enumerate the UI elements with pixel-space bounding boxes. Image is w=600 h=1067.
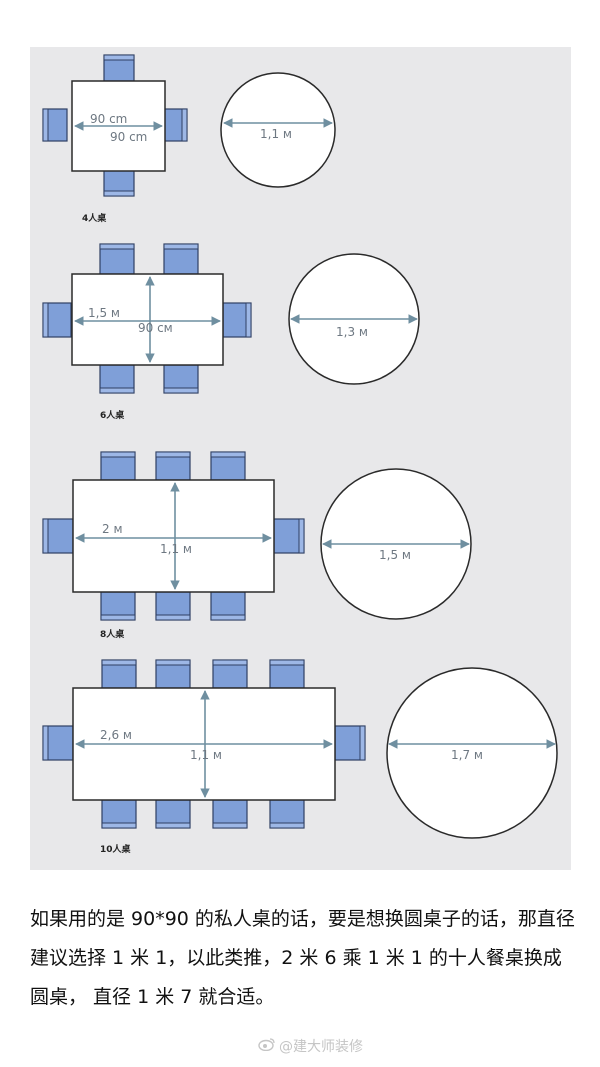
table-caption: 10人桌 xyxy=(100,843,132,855)
table-group-4: 90 cm 90 cm 4人桌 1,1 м xyxy=(42,54,336,224)
chair xyxy=(163,243,199,275)
diagram-panel: 90 cm 90 cm 4人桌 1,1 м 1,5 м 90 cм 6人桌 1,… xyxy=(30,47,571,870)
chair xyxy=(100,591,136,621)
weibo-icon xyxy=(258,1037,276,1055)
chair xyxy=(269,799,305,829)
caption-paragraph: 如果用的是 90*90 的私人桌的话，要是想换圆桌子的话，那直径建议选择 1 米… xyxy=(30,908,575,1008)
chair xyxy=(103,169,135,197)
chair xyxy=(155,591,191,621)
rect-dim-label: 1,1 м xyxy=(190,748,222,762)
rect-dim-label: 1,5 м xyxy=(88,306,120,320)
rect-dim-label: 1,1 м xyxy=(160,542,192,556)
round-dim-label: 1,5 м xyxy=(379,548,411,562)
chair xyxy=(212,799,248,829)
chair xyxy=(210,451,246,481)
rect-dim-label: 90 cm xyxy=(110,130,147,144)
watermark-text: @建大师装修 xyxy=(279,1039,363,1055)
chair xyxy=(155,451,191,481)
chair xyxy=(155,799,191,829)
chair xyxy=(210,591,246,621)
chair xyxy=(101,659,137,689)
rect-dim-label: 2 м xyxy=(102,522,123,536)
chair xyxy=(99,243,135,275)
chair xyxy=(103,54,135,82)
table-caption: 8人桌 xyxy=(100,628,125,640)
table-group-8: 2 м 1,1 м 8人桌 1,5 м xyxy=(42,451,472,640)
chair xyxy=(334,725,366,761)
rect-dim-label: 90 cм xyxy=(138,321,173,335)
chair xyxy=(273,518,305,554)
chair xyxy=(212,659,248,689)
round-dim-label: 1,1 м xyxy=(260,127,292,141)
chair xyxy=(100,451,136,481)
chair xyxy=(99,364,135,394)
watermark: @建大师装修 xyxy=(258,1036,363,1056)
chair xyxy=(101,799,137,829)
chair xyxy=(222,302,252,338)
round-dim-label: 1,7 м xyxy=(451,748,483,762)
table-group-10: 2,6 м 1,1 м 10人桌 1,7 м xyxy=(42,659,558,855)
rect-dim-label: 90 cm xyxy=(90,112,127,126)
chair xyxy=(162,108,188,142)
chair xyxy=(163,364,199,394)
chair xyxy=(269,659,305,689)
rect-dim-label: 2,6 м xyxy=(100,728,132,742)
table-caption: 6人桌 xyxy=(100,409,125,421)
chair xyxy=(42,108,68,142)
chair xyxy=(155,659,191,689)
table-size-diagram: 90 cm 90 cm 4人桌 1,1 м 1,5 м 90 cм 6人桌 1,… xyxy=(42,54,558,855)
round-dim-label: 1,3 м xyxy=(336,325,368,339)
chair xyxy=(42,518,74,554)
chair xyxy=(42,725,74,761)
table-caption: 4人桌 xyxy=(82,212,107,224)
table-group-6: 1,5 м 90 cм 6人桌 1,3 м xyxy=(42,243,420,421)
rect-table xyxy=(72,479,275,593)
round-table xyxy=(386,667,558,839)
chair xyxy=(42,302,72,338)
round-table xyxy=(220,72,336,188)
